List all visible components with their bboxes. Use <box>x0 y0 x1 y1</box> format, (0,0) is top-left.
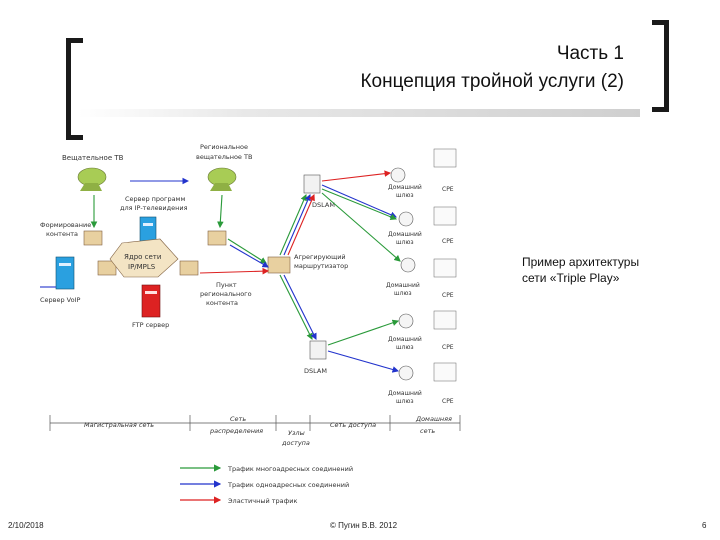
label-home-gateway: Домашний <box>388 184 422 191</box>
label-content-form-2: контента <box>46 230 78 238</box>
label-regional-tv-1: Региональное <box>200 143 248 151</box>
segment-home-network-2: сеть <box>420 427 435 435</box>
label-home-gateway: Домашний <box>388 231 422 238</box>
label-voip-server: Сервер VoIP <box>40 296 81 304</box>
label-cpe: CPE <box>442 398 454 405</box>
slide-title: Часть 1 Концепция тройной услуги (2) <box>360 40 624 96</box>
cpe-device-icon <box>433 310 457 330</box>
label-regional-node-1: Пункт <box>216 281 237 289</box>
cpe-device-icon <box>433 258 457 278</box>
segment-last-mile-2: доступа <box>281 439 310 447</box>
cpe-device-icon <box>433 362 457 382</box>
label-cpe: CPE <box>442 344 454 351</box>
home-gateway-icon <box>398 313 414 329</box>
multicast-link <box>227 238 267 264</box>
unicast-link <box>327 350 400 373</box>
label-home-gateway-2: шлюз <box>394 290 412 297</box>
aggregation-router-icon <box>267 256 291 274</box>
router-icon <box>179 260 199 276</box>
footer-date: 2/10/2018 <box>8 521 44 530</box>
core-network-icon <box>109 238 179 278</box>
dslam-icon <box>309 340 327 360</box>
legend-elastic-label: Эластичный трафик <box>228 497 297 505</box>
unicast-link <box>283 274 317 340</box>
label-regional-node-2: регионального <box>200 290 252 298</box>
segment-distribution-2: распределения <box>209 427 263 435</box>
triple-play-diagram: Вещательное ТВ Региональное вещательное … <box>40 143 461 505</box>
elastic-link <box>321 170 392 182</box>
satellite-dish-icon <box>77 167 107 191</box>
footer-copyright: © Пугин В.В. 2012 <box>330 521 398 530</box>
segment-last-mile-1: Узлы <box>288 429 305 437</box>
label-core-2: IP/MPLS <box>128 263 156 271</box>
home-gateway-icon <box>390 167 406 183</box>
satellite-dish-icon <box>207 167 237 191</box>
label-home-gateway-2: шлюз <box>396 239 414 246</box>
unicast-link <box>321 184 398 218</box>
label-home-gateway: Домашний <box>386 282 420 289</box>
title-main: Концепция тройной услуги (2) <box>360 71 624 92</box>
label-ftp-server: FTP сервер <box>132 321 169 329</box>
diagram-caption: Пример архитектуры сети «Triple Play» <box>522 254 692 286</box>
label-regional-tv-2: вещательное ТВ <box>196 153 252 161</box>
label-dslam-bottom: DSLAM <box>304 367 327 375</box>
multicast-link <box>327 319 400 346</box>
elastic-link <box>199 267 270 275</box>
label-content-form-1: Формирование <box>40 221 91 229</box>
elastic-link <box>287 193 315 256</box>
label-home-gateway: Домашний <box>388 390 422 397</box>
label-home-gateway-2: шлюз <box>396 344 414 351</box>
segment-main-network: Магистральная сеть <box>84 421 154 429</box>
home-gateway-icon <box>400 257 416 273</box>
legend-unicast-label: Трафик одноадресных соединений <box>227 481 349 489</box>
diagram-legend: Трафик многоадресных соединений Трафик о… <box>180 464 353 505</box>
legend-multicast-label: Трафик многоадресных соединений <box>227 465 353 473</box>
label-home-gateway-2: шлюз <box>396 398 414 405</box>
dslam-icon <box>303 174 321 194</box>
label-home-gateway-2: шлюз <box>396 192 414 199</box>
multicast-link <box>321 188 398 220</box>
label-iptv-server-1: Сервер программ <box>125 195 185 203</box>
label-iptv-server-2: для IP-телевидения <box>120 204 188 212</box>
unicast-link <box>229 244 269 268</box>
segment-access-network: Сеть доступа <box>330 421 376 429</box>
caption-line-2: сети «Triple Play» <box>522 271 620 285</box>
right-bracket-decoration <box>652 20 669 112</box>
label-broadcast-tv: Вещательное ТВ <box>62 154 124 162</box>
label-core-1: Ядро сети <box>124 253 161 261</box>
title-underline <box>78 109 640 117</box>
label-cpe: CPE <box>442 238 454 245</box>
label-regional-node-3: контента <box>206 299 238 307</box>
label-dslam-top: DSLAM <box>312 201 335 209</box>
segment-home-network-1: Домашняя <box>415 415 452 423</box>
title-part: Часть 1 <box>556 43 624 64</box>
footer-page-number: 6 <box>702 521 707 530</box>
caption-line-1: Пример архитектуры <box>522 255 640 269</box>
label-home-gateway: Домашний <box>388 336 422 343</box>
home-gateway-icon <box>398 365 414 381</box>
label-cpe: CPE <box>442 186 454 193</box>
label-cpe: CPE <box>442 292 454 299</box>
router-icon <box>83 230 103 246</box>
multicast-link <box>321 192 401 262</box>
multicast-link <box>279 274 313 340</box>
router-icon <box>207 230 227 246</box>
label-aggregation-2: маршрутизатор <box>294 262 348 270</box>
left-bracket-decoration <box>66 38 83 140</box>
ftp-server-icon <box>141 284 161 318</box>
unicast-link <box>283 193 311 256</box>
multicast-link <box>279 193 307 256</box>
multicast-link <box>217 194 224 229</box>
cpe-device-icon <box>433 206 457 226</box>
segment-distribution-1: Сеть <box>230 415 246 423</box>
cpe-device-icon <box>433 148 457 168</box>
router-icon <box>97 260 117 276</box>
home-gateway-icon <box>398 211 414 227</box>
label-aggregation-1: Агрегирующий <box>294 253 346 261</box>
voip-server-icon <box>55 256 75 290</box>
